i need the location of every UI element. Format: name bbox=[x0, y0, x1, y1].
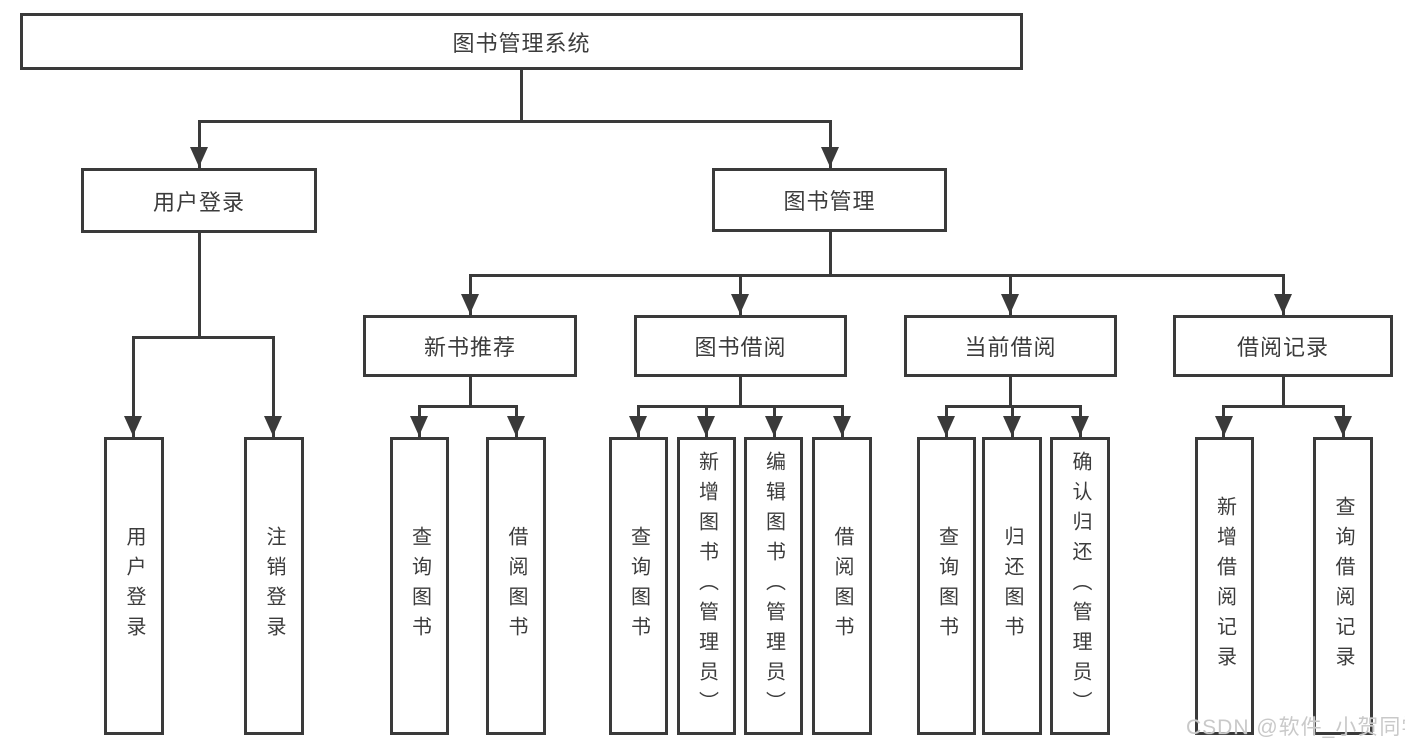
leaf-nb-borrow-books-label: 借阅图书 bbox=[505, 526, 527, 646]
connector-book-mgmt-stem bbox=[828, 232, 832, 274]
leaf-nb-borrow-books: 借阅图书 bbox=[486, 437, 546, 735]
node-user-login: 用户登录 bbox=[81, 168, 317, 233]
arrowhead-to-cb-query-icon bbox=[937, 416, 955, 436]
connector-cb-stem bbox=[1008, 377, 1012, 405]
leaf-bb-borrow-books: 借阅图书 bbox=[812, 437, 872, 735]
arrowhead-to-bb-borrow-icon bbox=[833, 416, 851, 436]
arrowhead-to-leaf-logout-icon bbox=[264, 416, 282, 436]
arrowhead-to-cb-return-icon bbox=[1003, 416, 1021, 436]
leaf-cb-confirm-return-admin: 确认归还（管理员） bbox=[1050, 437, 1110, 735]
connector-l2-horizontal bbox=[197, 120, 832, 123]
leaf-nb-query-books: 查询图书 bbox=[390, 437, 449, 735]
arrowhead-to-nb-query-icon bbox=[410, 416, 428, 436]
connector-to-leaf-user-login bbox=[132, 336, 135, 437]
leaf-logout-label: 注销登录 bbox=[263, 526, 285, 646]
leaf-bb-query-books-label: 查询图书 bbox=[627, 526, 650, 646]
connector-bb-horizontal bbox=[636, 405, 844, 408]
node-borrowing-records-label: 借阅记录 bbox=[1236, 335, 1329, 360]
leaf-bb-query-books: 查询图书 bbox=[609, 437, 668, 735]
node-book-borrowing-label: 图书借阅 bbox=[694, 335, 787, 360]
node-book-management: 图书管理 bbox=[712, 168, 947, 232]
connector-root-stem bbox=[519, 70, 523, 120]
arrowhead-to-rec-add-icon bbox=[1215, 416, 1233, 436]
connector-l3-horizontal bbox=[468, 274, 1285, 277]
arrowhead-to-bb-edit-icon bbox=[765, 416, 783, 436]
arrowhead-to-book-borrowing-icon bbox=[731, 294, 749, 314]
connector-nb-stem bbox=[468, 377, 472, 405]
connector-to-book-management bbox=[828, 120, 832, 168]
leaf-nb-query-books-label: 查询图书 bbox=[408, 526, 431, 646]
node-book-borrowing: 图书借阅 bbox=[634, 315, 847, 377]
node-root-label: 图书管理系统 bbox=[452, 30, 591, 56]
leaf-bb-borrow-books-label: 借阅图书 bbox=[831, 526, 853, 646]
leaf-bb-edit-books-admin-label: 编辑图书（管理员） bbox=[762, 451, 785, 721]
node-root-library-system: 图书管理系统 bbox=[20, 13, 1023, 70]
leaf-rec-query-record: 查询借阅记录 bbox=[1313, 437, 1373, 735]
connector-to-leaf-logout bbox=[271, 336, 275, 437]
arrowhead-to-bb-add-icon bbox=[697, 416, 715, 436]
leaf-rec-query-record-label: 查询借阅记录 bbox=[1332, 496, 1354, 676]
leaf-bb-edit-books-admin: 编辑图书（管理员） bbox=[744, 437, 803, 735]
leaf-cb-return-books-label: 归还图书 bbox=[1001, 526, 1023, 646]
leaf-user-login: 用户登录 bbox=[104, 437, 164, 735]
leaf-cb-return-books: 归还图书 bbox=[982, 437, 1042, 735]
leaf-cb-query-books-label: 查询图书 bbox=[935, 526, 958, 646]
connector-to-user-login bbox=[197, 120, 201, 168]
connector-cb-horizontal bbox=[945, 405, 1082, 408]
node-current-borrowing: 当前借阅 bbox=[904, 315, 1117, 377]
connector-rec-horizontal bbox=[1221, 405, 1345, 408]
connector-nb-horizontal bbox=[417, 405, 518, 408]
leaf-rec-add-record-label: 新增借阅记录 bbox=[1213, 496, 1236, 676]
leaf-bb-add-books-admin-label: 新增图书（管理员） bbox=[695, 451, 718, 721]
arrowhead-to-user-login-icon bbox=[190, 147, 208, 167]
leaf-logout: 注销登录 bbox=[244, 437, 304, 735]
leaf-cb-query-books: 查询图书 bbox=[917, 437, 976, 735]
leaf-bb-add-books-admin: 新增图书（管理员） bbox=[677, 437, 736, 735]
connector-rec-stem bbox=[1281, 377, 1285, 405]
connector-user-login-horizontal bbox=[132, 336, 275, 339]
csdn-watermark: CSDN @软件_小贺同学 bbox=[1186, 716, 1405, 739]
leaf-rec-add-record: 新增借阅记录 bbox=[1195, 437, 1254, 735]
leaf-user-login-label: 用户登录 bbox=[123, 526, 145, 646]
node-book-management-label: 图书管理 bbox=[783, 189, 876, 214]
arrowhead-to-book-management-icon bbox=[821, 147, 839, 167]
arrowhead-to-new-book-recommend-icon bbox=[461, 294, 479, 314]
arrowhead-to-nb-borrow-icon bbox=[507, 416, 525, 436]
arrowhead-to-borrowing-records-icon bbox=[1274, 294, 1292, 314]
arrowhead-to-cb-confirm-icon bbox=[1071, 416, 1089, 436]
arrowhead-to-rec-query-icon bbox=[1334, 416, 1352, 436]
arrowhead-to-leaf-user-login-icon bbox=[124, 416, 142, 436]
connector-bb-stem bbox=[738, 377, 742, 405]
connector-user-login-stem bbox=[197, 233, 201, 336]
node-new-book-recommend: 新书推荐 bbox=[363, 315, 577, 377]
arrowhead-to-bb-query-icon bbox=[629, 416, 647, 436]
node-new-book-recommend-label: 新书推荐 bbox=[423, 335, 516, 360]
node-borrowing-records: 借阅记录 bbox=[1173, 315, 1393, 377]
leaf-cb-confirm-return-admin-label: 确认归还（管理员） bbox=[1069, 451, 1091, 721]
node-user-login-label: 用户登录 bbox=[152, 189, 245, 215]
arrowhead-to-current-borrowing-icon bbox=[1001, 294, 1019, 314]
node-current-borrowing-label: 当前借阅 bbox=[964, 335, 1057, 360]
